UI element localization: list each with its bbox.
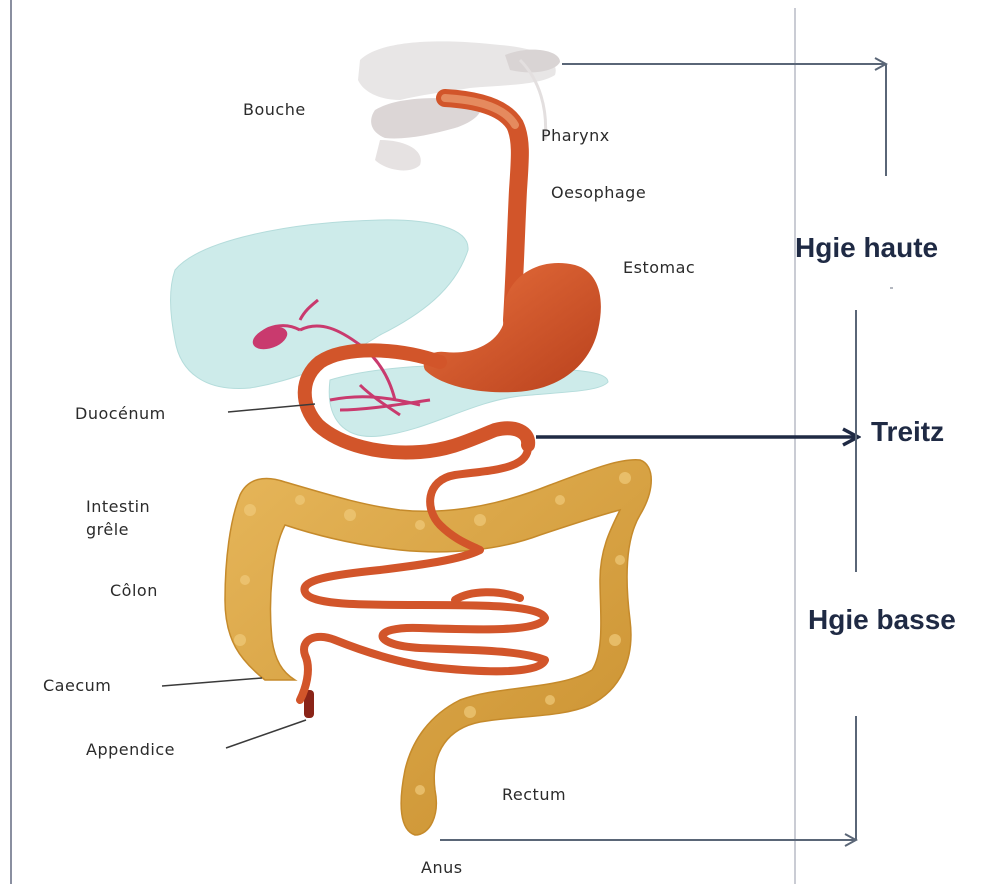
lower-bracket: [440, 716, 856, 840]
label-estomac: Estomac: [623, 258, 695, 277]
region-treitz-label: Treitz: [871, 416, 944, 448]
label-intestin-line1: Intestin: [86, 497, 150, 516]
region-upper-label: Hgie haute: [795, 232, 938, 264]
label-bouche: Bouche: [243, 100, 306, 119]
label-duodenum: Duocénum: [75, 404, 166, 423]
label-rectum: Rectum: [502, 785, 566, 804]
small-intestine-tube: [300, 445, 545, 700]
label-pharynx: Pharynx: [541, 126, 610, 145]
label-oesophage: Oesophage: [551, 183, 646, 202]
oesophagus-tube: [445, 98, 520, 320]
label-appendice: Appendice: [86, 740, 175, 759]
label-intestin-line2: grêle: [86, 520, 129, 539]
label-anus: Anus: [421, 858, 463, 877]
region-lower-label: Hgie basse: [808, 604, 956, 636]
label-colon: Côlon: [110, 581, 158, 600]
label-caecum: Caecum: [43, 676, 111, 695]
